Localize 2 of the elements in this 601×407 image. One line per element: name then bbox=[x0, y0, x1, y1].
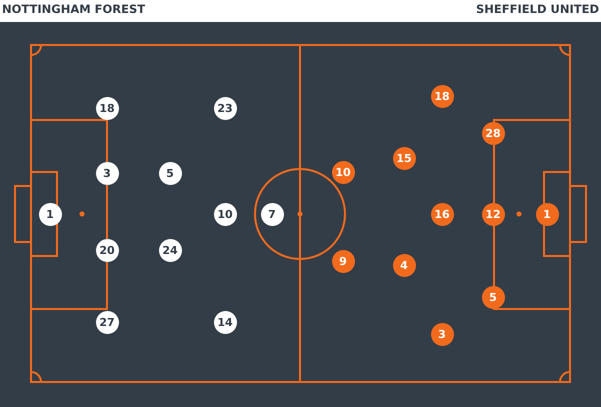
team-name: NOTTINGHAM FOREST bbox=[2, 2, 146, 16]
team-name: SHEFFIELD UNITED bbox=[476, 2, 599, 16]
